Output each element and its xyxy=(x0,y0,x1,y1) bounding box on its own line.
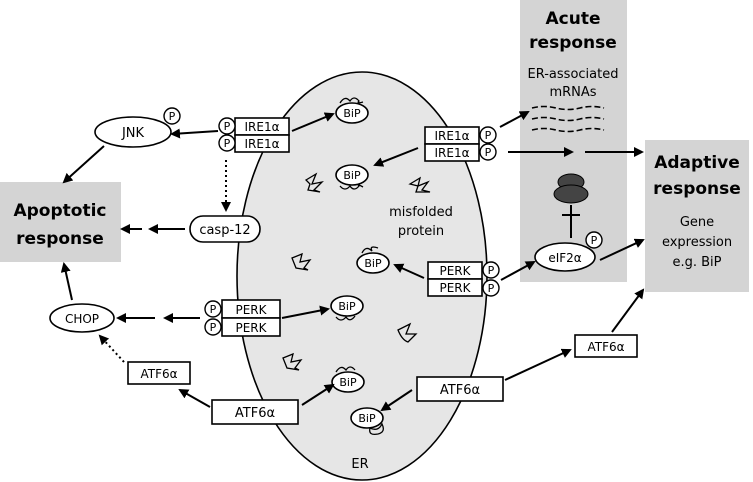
ire1a-left-top-label: IRE1α xyxy=(244,120,279,134)
bip-1: BiP xyxy=(335,97,369,124)
acute-title-line1: Acute xyxy=(546,9,601,29)
eif2a-phospho-label: P xyxy=(591,234,598,247)
eif2a-node xyxy=(534,242,596,272)
adaptive-title-line2: response xyxy=(653,179,741,199)
svg-text:BiP: BiP xyxy=(343,169,361,182)
apoptotic-title-line1: Apoptotic xyxy=(13,201,106,221)
bip-2: BiP xyxy=(335,164,369,190)
acute-sub-line1: ER-associated xyxy=(528,67,619,82)
apoptotic-response-panel xyxy=(0,182,121,262)
ire1a-left-top-p-circle xyxy=(218,117,236,135)
casp12-node xyxy=(189,215,261,243)
bip-3: BiP xyxy=(356,246,390,274)
acute-title-line2: response xyxy=(529,33,617,53)
adaptive-response-panel xyxy=(645,140,749,292)
eif2a-label: eIF2α xyxy=(548,251,581,265)
bip-4: BiP xyxy=(330,295,364,321)
svg-text:BiP: BiP xyxy=(339,376,357,389)
atf6a-er-box xyxy=(416,376,504,402)
ire1a-left-bottom-p-circle xyxy=(218,134,236,152)
er-label: ER xyxy=(351,457,368,472)
perk-right-bottom-p: P xyxy=(488,282,495,295)
casp12-label: casp-12 xyxy=(199,223,250,238)
perk-right-bottom-label: PERK xyxy=(439,281,471,295)
misfolded-protein-3 xyxy=(291,252,312,271)
ire1a-right-top-p-circle xyxy=(479,126,497,144)
perk-left-bottom-p: P xyxy=(210,321,217,334)
atf6a-bottom-label: ATF6α xyxy=(235,406,275,421)
atf6a-left-label: ATF6α xyxy=(140,367,177,381)
atf6a-bottom-box xyxy=(211,399,299,425)
perk-right-bottom-box xyxy=(427,278,483,297)
chop-node xyxy=(49,303,115,333)
misfolded-label-line1: misfolded xyxy=(389,205,453,220)
ribosome-icon xyxy=(553,173,589,204)
adaptive-title-line1: Adaptive xyxy=(654,153,740,173)
svg-text:BiP: BiP xyxy=(364,257,382,270)
perk-left-top-p-circle xyxy=(204,300,222,318)
atf6a-right-box xyxy=(574,334,638,358)
chop-label: CHOP xyxy=(65,312,99,326)
misfolded-protein-2 xyxy=(408,176,431,193)
jnk-label: JNK xyxy=(121,126,145,141)
ire1a-left-bottom-p: P xyxy=(224,137,231,150)
ire1a-right-bottom-p: P xyxy=(485,146,492,159)
misfolded-protein-1 xyxy=(304,172,324,193)
ire1a-left-top-p: P xyxy=(224,120,231,133)
perk-left-top-label: PERK xyxy=(235,303,267,317)
perk-right-bottom-p-circle xyxy=(482,279,500,297)
svg-text:BiP: BiP xyxy=(338,300,356,313)
misfolded-protein-5 xyxy=(282,352,303,371)
ire1a-right-top-label: IRE1α xyxy=(434,129,469,143)
acute-response-panel xyxy=(520,0,627,282)
perk-right-top-label: PERK xyxy=(439,264,471,278)
atf6a-er-label: ATF6α xyxy=(440,383,480,398)
atf6a-left-box xyxy=(127,361,191,385)
adaptive-sub-line1: Gene xyxy=(680,215,714,230)
misfolded-protein-4 xyxy=(397,322,418,343)
svg-text:BiP: BiP xyxy=(343,107,361,120)
ire1a-right-bottom-p-circle xyxy=(479,143,497,161)
mrna-lines xyxy=(531,105,605,133)
perk-left-top-p: P xyxy=(210,303,217,316)
perk-left-bottom-box xyxy=(221,317,281,337)
apoptotic-title-line2: response xyxy=(16,229,104,249)
perk-left-bottom-p-circle xyxy=(204,318,222,336)
jnk-phospho-label: P xyxy=(169,110,176,123)
adaptive-sub-line2: expression xyxy=(662,235,732,250)
arrows xyxy=(60,111,645,412)
bip-5: BiP xyxy=(331,366,365,393)
ire1a-right-bottom-box xyxy=(424,143,480,162)
ire1a-left-bottom-label: IRE1α xyxy=(244,137,279,151)
perk-left-bottom-label: PERK xyxy=(235,321,267,335)
ire1a-right-bottom-label: IRE1α xyxy=(434,146,469,160)
ire1a-right-top-p: P xyxy=(485,129,492,142)
adaptive-sub-line3: e.g. BiP xyxy=(672,255,721,270)
perk-right-top-p-circle xyxy=(482,261,500,279)
eif2a-phospho-circle xyxy=(585,231,603,249)
perk-right-top-p: P xyxy=(488,264,495,277)
jnk-phospho-circle xyxy=(163,107,181,125)
bip-6: BiP xyxy=(350,407,384,436)
acute-sub-line2: mRNAs xyxy=(549,85,596,100)
atf6a-right-label: ATF6α xyxy=(587,340,624,354)
misfolded-label-line2: protein xyxy=(398,224,444,239)
svg-text:BiP: BiP xyxy=(358,412,376,425)
